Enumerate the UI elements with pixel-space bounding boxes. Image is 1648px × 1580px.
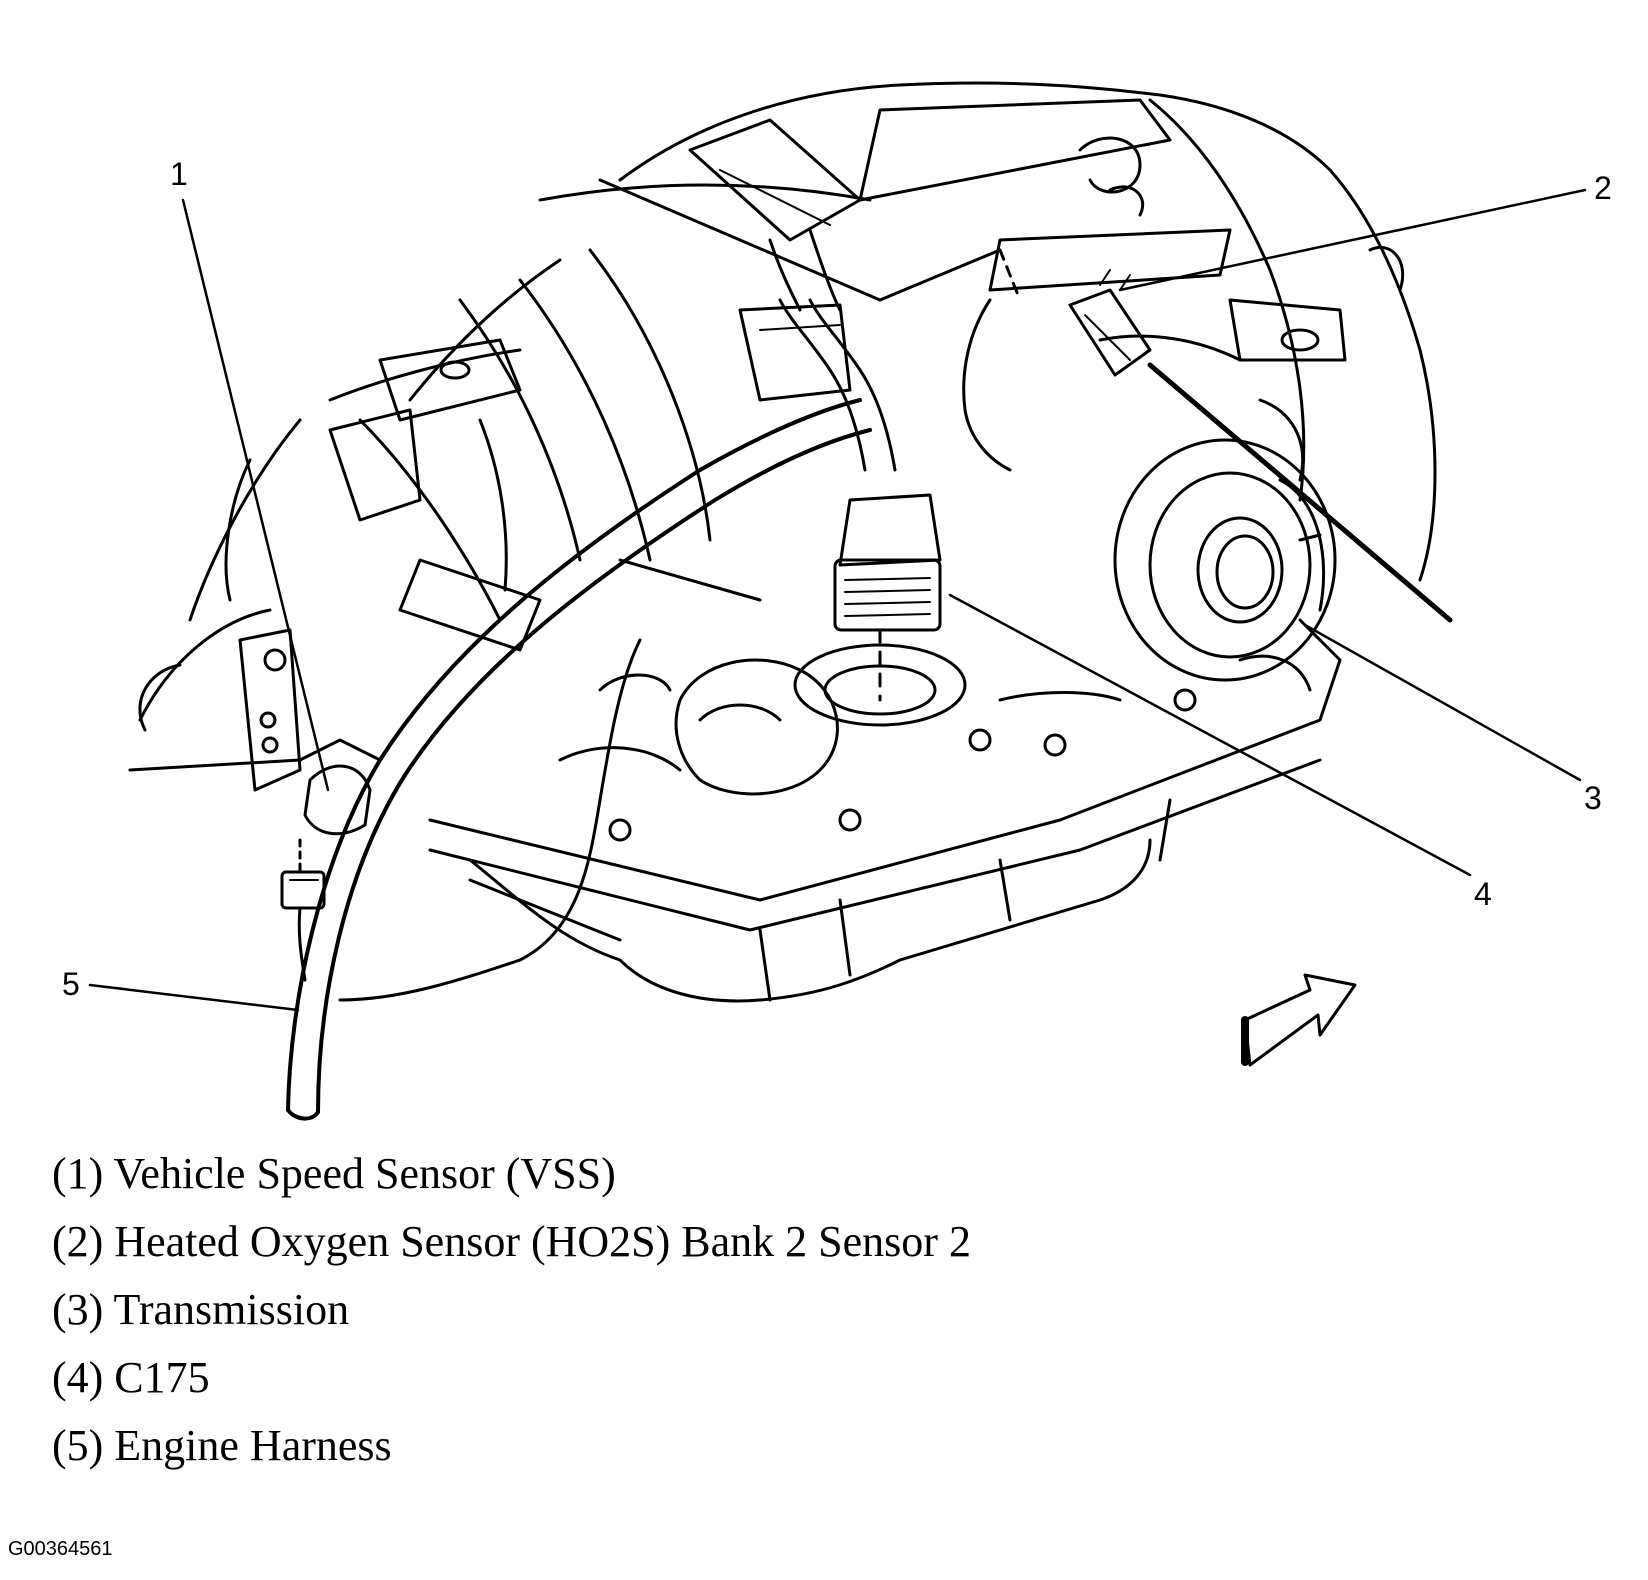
legend-item-engine-harness: (5) Engine Harness xyxy=(52,1421,392,1470)
engine-harness xyxy=(286,398,872,1121)
callout-4: 4 xyxy=(1474,876,1492,912)
leader-line-4 xyxy=(948,593,1472,877)
legend-item-c175: (4) C175 xyxy=(52,1353,210,1402)
figure-id: G00364561 xyxy=(8,1538,113,1560)
leader-line-3 xyxy=(1303,623,1582,782)
leader-line-2 xyxy=(1118,188,1587,292)
direction-arrow-icon xyxy=(1241,973,1357,1067)
transmission-cover xyxy=(1113,438,1337,682)
transmission-body xyxy=(128,183,872,772)
legend-item-transmission: (3) Transmission xyxy=(52,1285,350,1334)
callout-2: 2 xyxy=(1594,170,1612,206)
vss-sensor xyxy=(238,628,382,982)
legend-item-ho2s: (2) Heated Oxygen Sensor (HO2S) Bank 2 S… xyxy=(52,1217,971,1266)
leader-line-1 xyxy=(181,198,330,792)
callout-1: 1 xyxy=(170,156,188,192)
leader-lines xyxy=(88,188,1587,1012)
legend-item-vss: (1) Vehicle Speed Sensor (VSS) xyxy=(52,1149,616,1198)
oil-pan xyxy=(428,618,1342,1003)
legend: (1) Vehicle Speed Sensor (VSS) (2) Heate… xyxy=(52,1140,971,1480)
valve-body xyxy=(558,643,967,796)
connector-c175 xyxy=(778,298,942,702)
ho2s-connector xyxy=(1068,269,1453,623)
callout-3: 3 xyxy=(1584,780,1602,816)
leader-line-5 xyxy=(88,983,300,1012)
upper-harness-connector xyxy=(598,118,1022,402)
callout-5: 5 xyxy=(62,966,80,1002)
transmission-case xyxy=(618,81,1437,582)
